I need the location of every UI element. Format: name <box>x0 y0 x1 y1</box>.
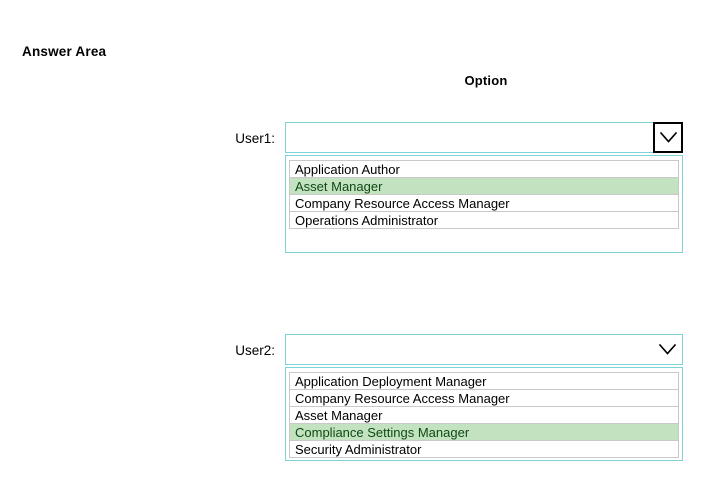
column-header-option: Option <box>286 73 686 88</box>
column-header-option-label: Option <box>464 73 508 88</box>
combobox-user2-toggle-button[interactable] <box>652 335 682 364</box>
list-item[interactable]: Asset Manager <box>290 178 678 195</box>
list-item[interactable]: Asset Manager <box>290 407 678 424</box>
list-item[interactable]: Compliance Settings Manager <box>290 424 678 441</box>
chevron-down-icon <box>658 344 676 355</box>
field-label-user1: User1: <box>235 131 275 146</box>
combobox-user1-toggle-button[interactable] <box>653 121 683 153</box>
combobox-user1[interactable] <box>285 121 683 153</box>
option-list-user1[interactable]: Application Author Asset Manager Company… <box>289 160 679 229</box>
list-item[interactable]: Company Resource Access Manager <box>290 390 678 407</box>
chevron-down-icon <box>659 131 677 143</box>
option-list-user2[interactable]: Application Deployment Manager Company R… <box>289 372 679 458</box>
list-item[interactable]: Company Resource Access Manager <box>290 195 678 212</box>
list-item[interactable]: Application Deployment Manager <box>290 373 678 390</box>
page-title: Answer Area <box>22 44 107 59</box>
list-item[interactable]: Application Author <box>290 161 678 178</box>
list-item[interactable]: Security Administrator <box>290 441 678 458</box>
field-label-user2: User2: <box>235 343 275 358</box>
dropdown-list-panel-user2: Application Deployment Manager Company R… <box>285 367 683 461</box>
combobox-user2[interactable] <box>285 334 683 365</box>
dropdown-list-panel-user1: Application Author Asset Manager Company… <box>285 155 683 253</box>
list-item[interactable]: Operations Administrator <box>290 212 678 229</box>
